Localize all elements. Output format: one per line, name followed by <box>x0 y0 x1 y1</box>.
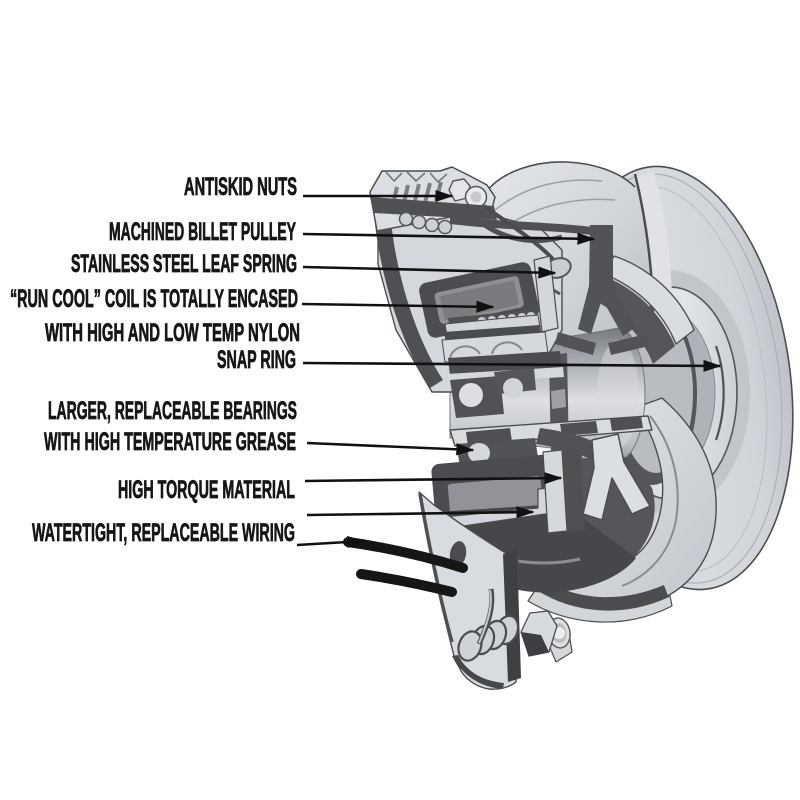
svg-text:STAINLESS STEEL LEAF SPRING: STAINLESS STEEL LEAF SPRING <box>71 250 297 278</box>
svg-text:MACHINED BILLET PULLEY: MACHINED BILLET PULLEY <box>109 218 296 246</box>
svg-text:LARGER, REPLACEABLE BEARINGS: LARGER, REPLACEABLE BEARINGS <box>48 397 297 425</box>
svg-text:SNAP RING: SNAP RING <box>217 346 296 374</box>
svg-text:WITH HIGH TEMPERATURE GREASE: WITH HIGH TEMPERATURE GREASE <box>44 428 296 456</box>
svg-text:ANTISKID NUTS: ANTISKID NUTS <box>184 173 297 201</box>
svg-text:WATERTIGHT, REPLACEABLE WIRING: WATERTIGHT, REPLACEABLE WIRING <box>32 519 295 547</box>
svg-text:WITH HIGH AND LOW TEMP NYLON: WITH HIGH AND LOW TEMP NYLON <box>45 319 300 347</box>
svg-text:HIGH TORQUE MATERIAL: HIGH TORQUE MATERIAL <box>118 476 295 504</box>
svg-text:“RUN COOL” COIL IS TOTALLY ENC: “RUN COOL” COIL IS TOTALLY ENCASED <box>10 285 298 313</box>
